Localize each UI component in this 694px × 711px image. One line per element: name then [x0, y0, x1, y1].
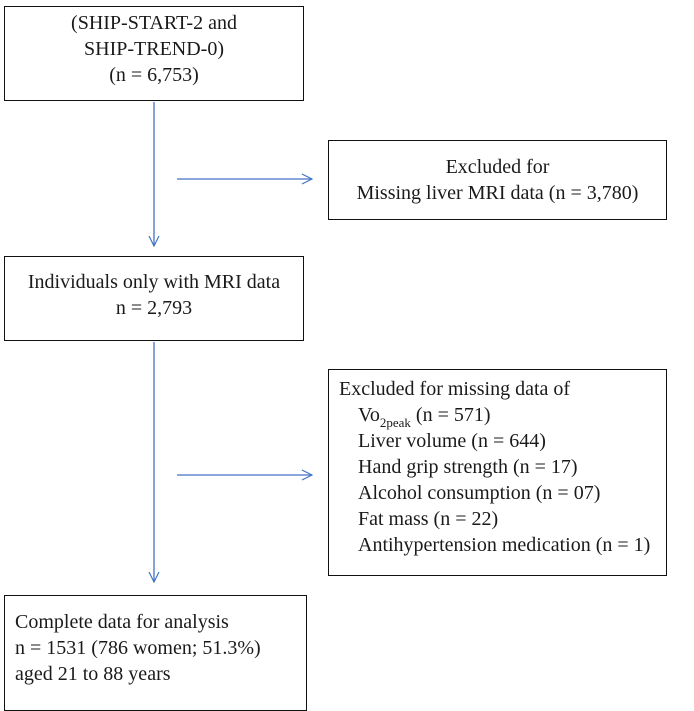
exclusion1-line-1: Excluded for	[445, 156, 550, 178]
box-mri-individuals: Individuals only with MRI data n = 2,793	[4, 256, 304, 341]
source-line-2: SHIP-TREND-0)	[84, 38, 224, 60]
exclusion2-item-vo2peak: Vo2peak (n = 571)	[339, 402, 666, 430]
mri-line-1: Individuals only with MRI data	[27, 271, 281, 293]
final-line-1: Complete data for analysis	[15, 611, 229, 633]
vo2-base: Vo	[358, 404, 380, 426]
exclusion2-item-antihypertension: Antihypertension medication (n = 1)	[358, 534, 651, 556]
box-source-cohort: (SHIP-START-2 and SHIP-TREND-0) (n = 6,7…	[4, 6, 304, 101]
exclusion2-item-alcohol: Alcohol consumption (n = 07)	[358, 482, 601, 504]
vo2-subscript: 2peak	[379, 415, 411, 430]
final-line-3: aged 21 to 88 years	[15, 663, 171, 685]
vo2-count: (n = 571)	[410, 404, 491, 426]
exclusion1-line-2: Missing liver MRI data (n = 3,780)	[356, 182, 639, 204]
exclusion2-item-fat-mass: Fat mass (n = 22)	[358, 508, 499, 530]
box-final-analysis: Complete data for analysis n = 1531 (786…	[4, 595, 307, 711]
source-line-3: (n = 6,753)	[109, 64, 199, 86]
exclusion2-item-hand-grip: Hand grip strength (n = 17)	[358, 456, 578, 478]
box-exclusion-missing-data: Excluded for missing data of Vo2peak (n …	[328, 369, 667, 576]
exclusion2-title: Excluded for missing data of	[339, 378, 571, 400]
mri-line-2: n = 2,793	[115, 297, 193, 319]
box-exclusion-mri: Excluded for Missing liver MRI data (n =…	[328, 140, 667, 220]
final-line-2: n = 1531 (786 women; 51.3%)	[15, 637, 261, 659]
exclusion2-item-liver-volume: Liver volume (n = 644)	[358, 430, 546, 452]
source-line-1: (SHIP-START-2 and	[71, 12, 237, 34]
